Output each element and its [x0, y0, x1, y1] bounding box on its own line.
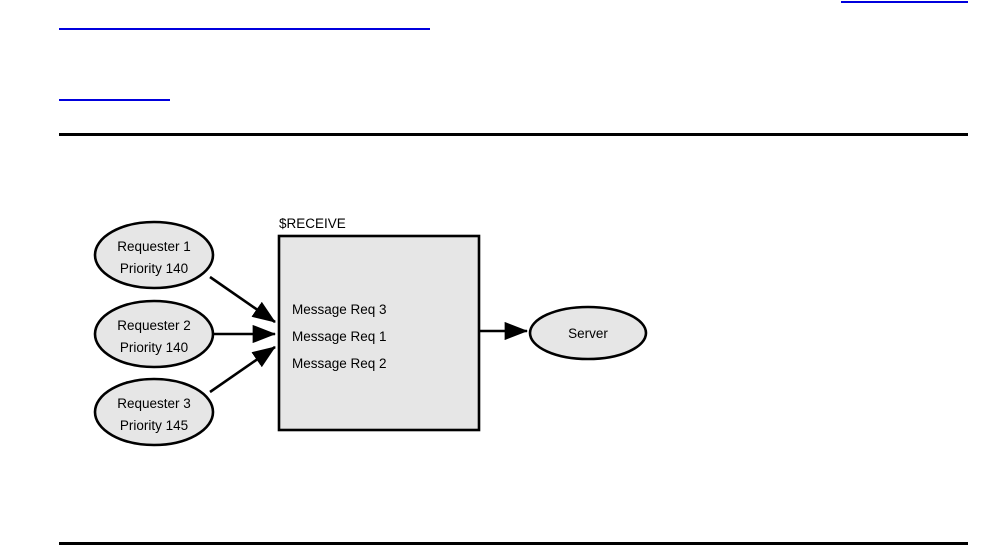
- queue-message-2: Message Req 2: [292, 356, 387, 371]
- requester-1-label-line1: Requester 1: [117, 239, 191, 254]
- server-node[interactable]: [528, 305, 648, 361]
- receive-queue-box[interactable]: [277, 234, 481, 432]
- queue-message-0: Message Req 3: [292, 302, 387, 317]
- requester-2-label-line2: Priority 140: [120, 340, 188, 355]
- requester-2-label-line1: Requester 2: [117, 318, 191, 333]
- top-right-link[interactable]: [841, 1, 968, 3]
- requester-1-label-line2: Priority 140: [120, 261, 188, 276]
- server-label: Server: [568, 326, 608, 341]
- requester-3-label-line2: Priority 145: [120, 418, 188, 433]
- requester-2-node[interactable]: [93, 299, 215, 369]
- lower-link[interactable]: [59, 99, 170, 101]
- upper-link[interactable]: [59, 28, 430, 30]
- requester-3-label-line1: Requester 3: [117, 396, 191, 411]
- requester-1-node[interactable]: [93, 220, 215, 290]
- queue-caption: $RECEIVE: [279, 216, 346, 231]
- footer-rule: [59, 542, 968, 545]
- edge-requester1-to-queue: [209, 275, 276, 324]
- header-rule: [59, 133, 968, 136]
- queue-message-1: Message Req 1: [292, 329, 387, 344]
- edge-requester3-to-queue: [209, 345, 276, 394]
- message-queue-priority-diagram: $RECEIVE Message Req 3 Message Req 1 Mes…: [0, 150, 984, 490]
- requester-3-node[interactable]: [93, 377, 215, 447]
